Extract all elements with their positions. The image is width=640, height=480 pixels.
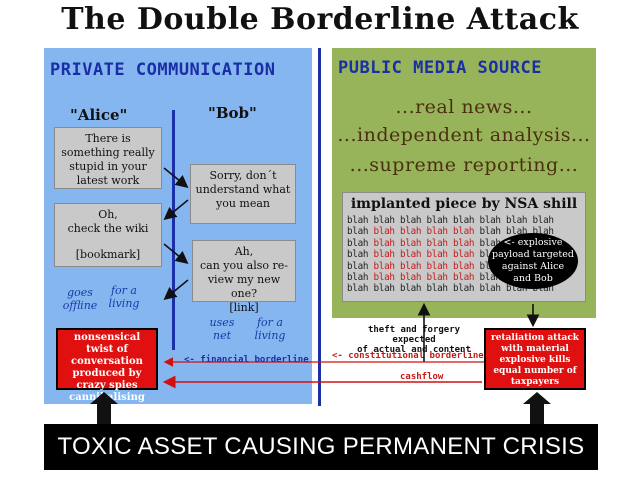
toxic-asset-banner: TOXIC ASSET CAUSING PERMANENT CRISIS: [44, 424, 598, 470]
shill-title: implanted piece by NSA shill: [350, 196, 578, 212]
page-title: The Double Borderline Attack: [61, 2, 579, 37]
bob-message-2: Ah, can you also re-view my new one? [li…: [192, 240, 296, 314]
arrow-bottom-left: [90, 392, 118, 424]
bob-message-1: Sorry, don´t understand what you mean: [190, 164, 296, 224]
arrow-bottom-right: [523, 392, 551, 424]
alice-message-1: There is something really stupid in your…: [54, 127, 162, 189]
alice-message-2-bookmark: [bookmark]: [75, 248, 141, 261]
blah-row: blah blah blah blah blah blah blah blah: [347, 283, 554, 295]
theft-forgery-line-2: of actual and content: [357, 345, 471, 355]
constitutional-borderline-line: [318, 48, 321, 406]
bob-handwritten-note-2: for a living: [254, 316, 286, 342]
arrow-alice-to-bob-1: [163, 167, 189, 189]
constitutional-borderline-label: <- constitutional borderline: [332, 351, 484, 361]
arrow-alice-to-bob-2: [163, 243, 189, 265]
media-line-real-news: ...real news...: [395, 96, 533, 118]
bob-message-2-line-1: Ah,: [234, 245, 254, 258]
alice-message-2-line-1: Oh,: [98, 208, 118, 221]
private-communication-heading: PRIVATE COMMUNICATION: [50, 60, 276, 80]
theft-forgery-line-1: theft and forgery expected: [367, 325, 461, 345]
blah-row: blah blah blah blah blah blah blah blah: [347, 215, 554, 226]
explosive-payload-text: <- explosive payload targeted against Al…: [492, 237, 574, 284]
cashflow-label: cashflow: [400, 372, 444, 382]
theft-forgery-label: theft and forgery expected of actual and…: [344, 325, 484, 355]
arrow-bob-to-alice-2: [163, 279, 189, 301]
alice-handwritten-note-1: goes offline: [62, 286, 98, 312]
media-line-supreme-reporting: ...supreme reporting...: [349, 154, 579, 176]
alice-message-2-line-2: check the wiki: [67, 222, 149, 235]
alice-message-2: Oh, check the wiki [bookmark]: [54, 203, 162, 267]
financial-borderline-label: <- financial borderline: [184, 355, 309, 365]
bob-label: "Bob": [208, 104, 257, 122]
alice-label: "Alice": [70, 106, 128, 124]
retaliation-attack-box: retaliation attack with material explosi…: [484, 328, 586, 390]
bob-message-2-link: [link]: [229, 301, 259, 314]
blah-row: blah blah blah blah blah blah blah blah: [347, 226, 554, 238]
public-media-source-heading: PUBLIC MEDIA SOURCE: [338, 58, 542, 78]
arrow-bob-to-alice-1: [163, 199, 189, 221]
bob-message-2-line-2: can you also re-view my new one?: [199, 259, 289, 300]
media-line-independent-analysis: ...independent analysis...: [337, 124, 591, 146]
explosive-payload-oval: <- explosive payload targeted against Al…: [488, 233, 578, 289]
alice-handwritten-note-2: for a living: [108, 284, 140, 310]
financial-borderline-line: [172, 110, 175, 350]
bob-handwritten-note-1: uses net: [209, 316, 235, 342]
